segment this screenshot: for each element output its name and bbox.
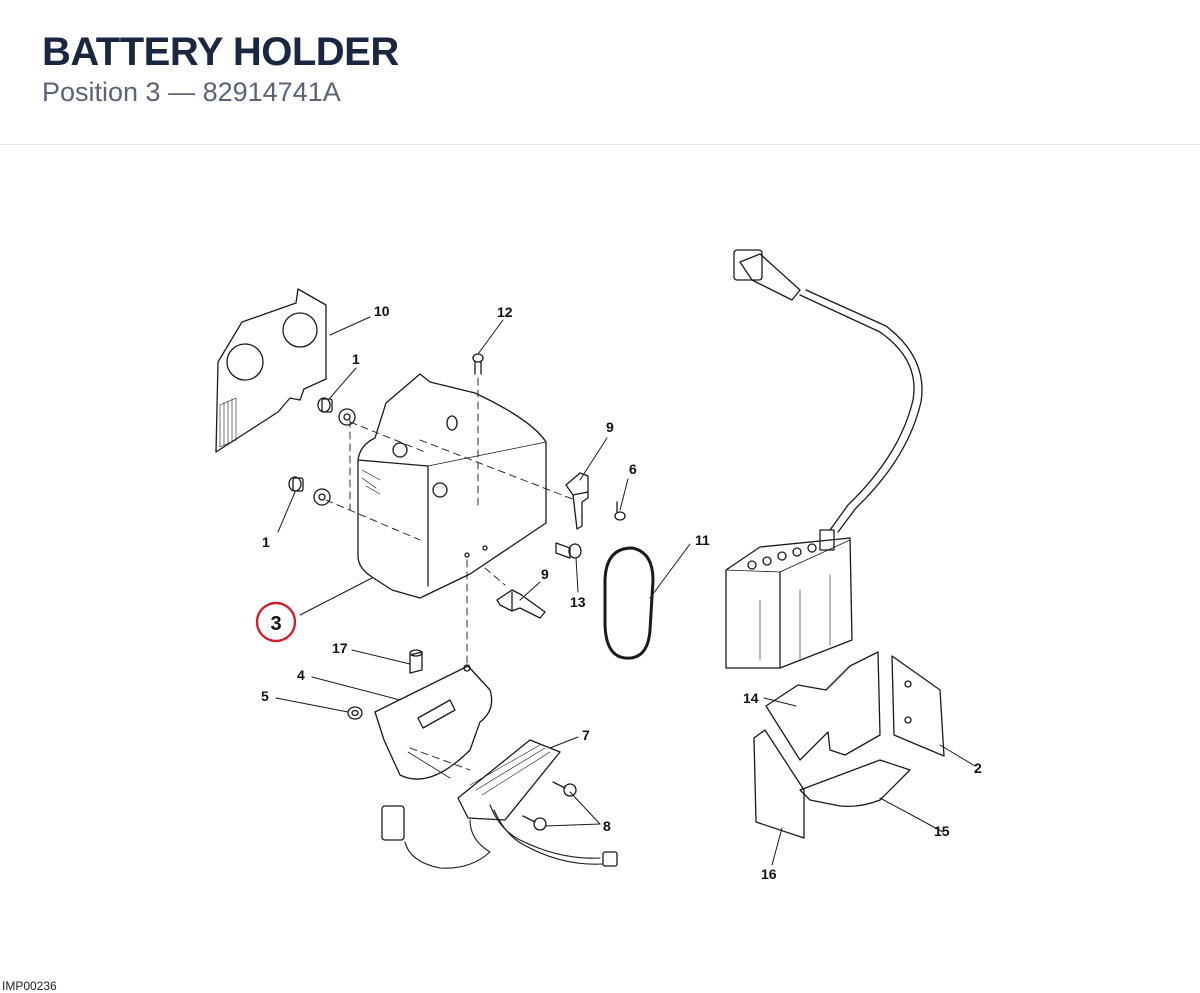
callout-5: 5 [261, 688, 269, 704]
part-1-bushing-lower [288, 476, 331, 506]
image-code: IMP00236 [2, 979, 57, 993]
callout-14: 14 [743, 690, 759, 706]
part-12-screw [472, 353, 484, 375]
part-9-clip-lower [496, 589, 546, 619]
part-9-clip-upper [565, 472, 589, 530]
part-8-screws [522, 781, 577, 831]
callout-13: 13 [570, 594, 586, 610]
part-1-bushing-upper [317, 397, 356, 426]
part-10-heat-shield [215, 288, 327, 453]
callout-9-upper: 9 [606, 419, 614, 435]
callout-11: 11 [695, 532, 710, 548]
page-title: BATTERY HOLDER [42, 30, 399, 74]
highlight-ring [255, 601, 297, 643]
callout-8: 8 [603, 818, 611, 834]
part-15-tray-floor [799, 759, 911, 808]
callout-10: 10 [374, 303, 390, 319]
highlighted-callout-3[interactable]: 3 [255, 601, 297, 643]
part-13-bolt [555, 542, 582, 559]
callout-3: 3 [270, 613, 281, 635]
assembly-dash-lines [325, 377, 576, 771]
callout-15: 15 [934, 823, 950, 839]
callout-4: 4 [297, 667, 305, 683]
callout-7: 7 [582, 727, 590, 743]
callout-16: 16 [761, 866, 777, 882]
part-17-spacer [409, 649, 423, 674]
part-3-battery-box [357, 373, 547, 599]
callout-6: 6 [629, 461, 637, 477]
callout-1-lower: 1 [262, 534, 270, 550]
part-11-gasket [603, 546, 655, 660]
part-2-side-plate [891, 655, 945, 757]
part-7-regulator [381, 739, 618, 869]
part-6-screw [614, 501, 626, 521]
callout-9-lower: 9 [541, 566, 549, 582]
part-4-bracket [374, 664, 493, 780]
part-16-tray-front [753, 729, 805, 839]
page-subtitle: Position 3 — 82914741A [42, 77, 341, 107]
callout-17: 17 [332, 640, 348, 656]
callout-labels: 10 12 1 9 6 1 11 9 13 17 4 5 7 8 14 2 15… [261, 303, 982, 882]
callout-leaders [275, 316, 976, 866]
header-divider [0, 144, 1200, 145]
page-header: BATTERY HOLDER Position 3 — 82914741A [0, 0, 1200, 145]
callout-1-upper: 1 [352, 351, 360, 367]
callout-12: 12 [497, 304, 513, 320]
callout-2: 2 [974, 760, 982, 776]
battery [725, 249, 923, 669]
part-5-nut [347, 706, 363, 720]
part-14-tray-back [765, 651, 881, 761]
